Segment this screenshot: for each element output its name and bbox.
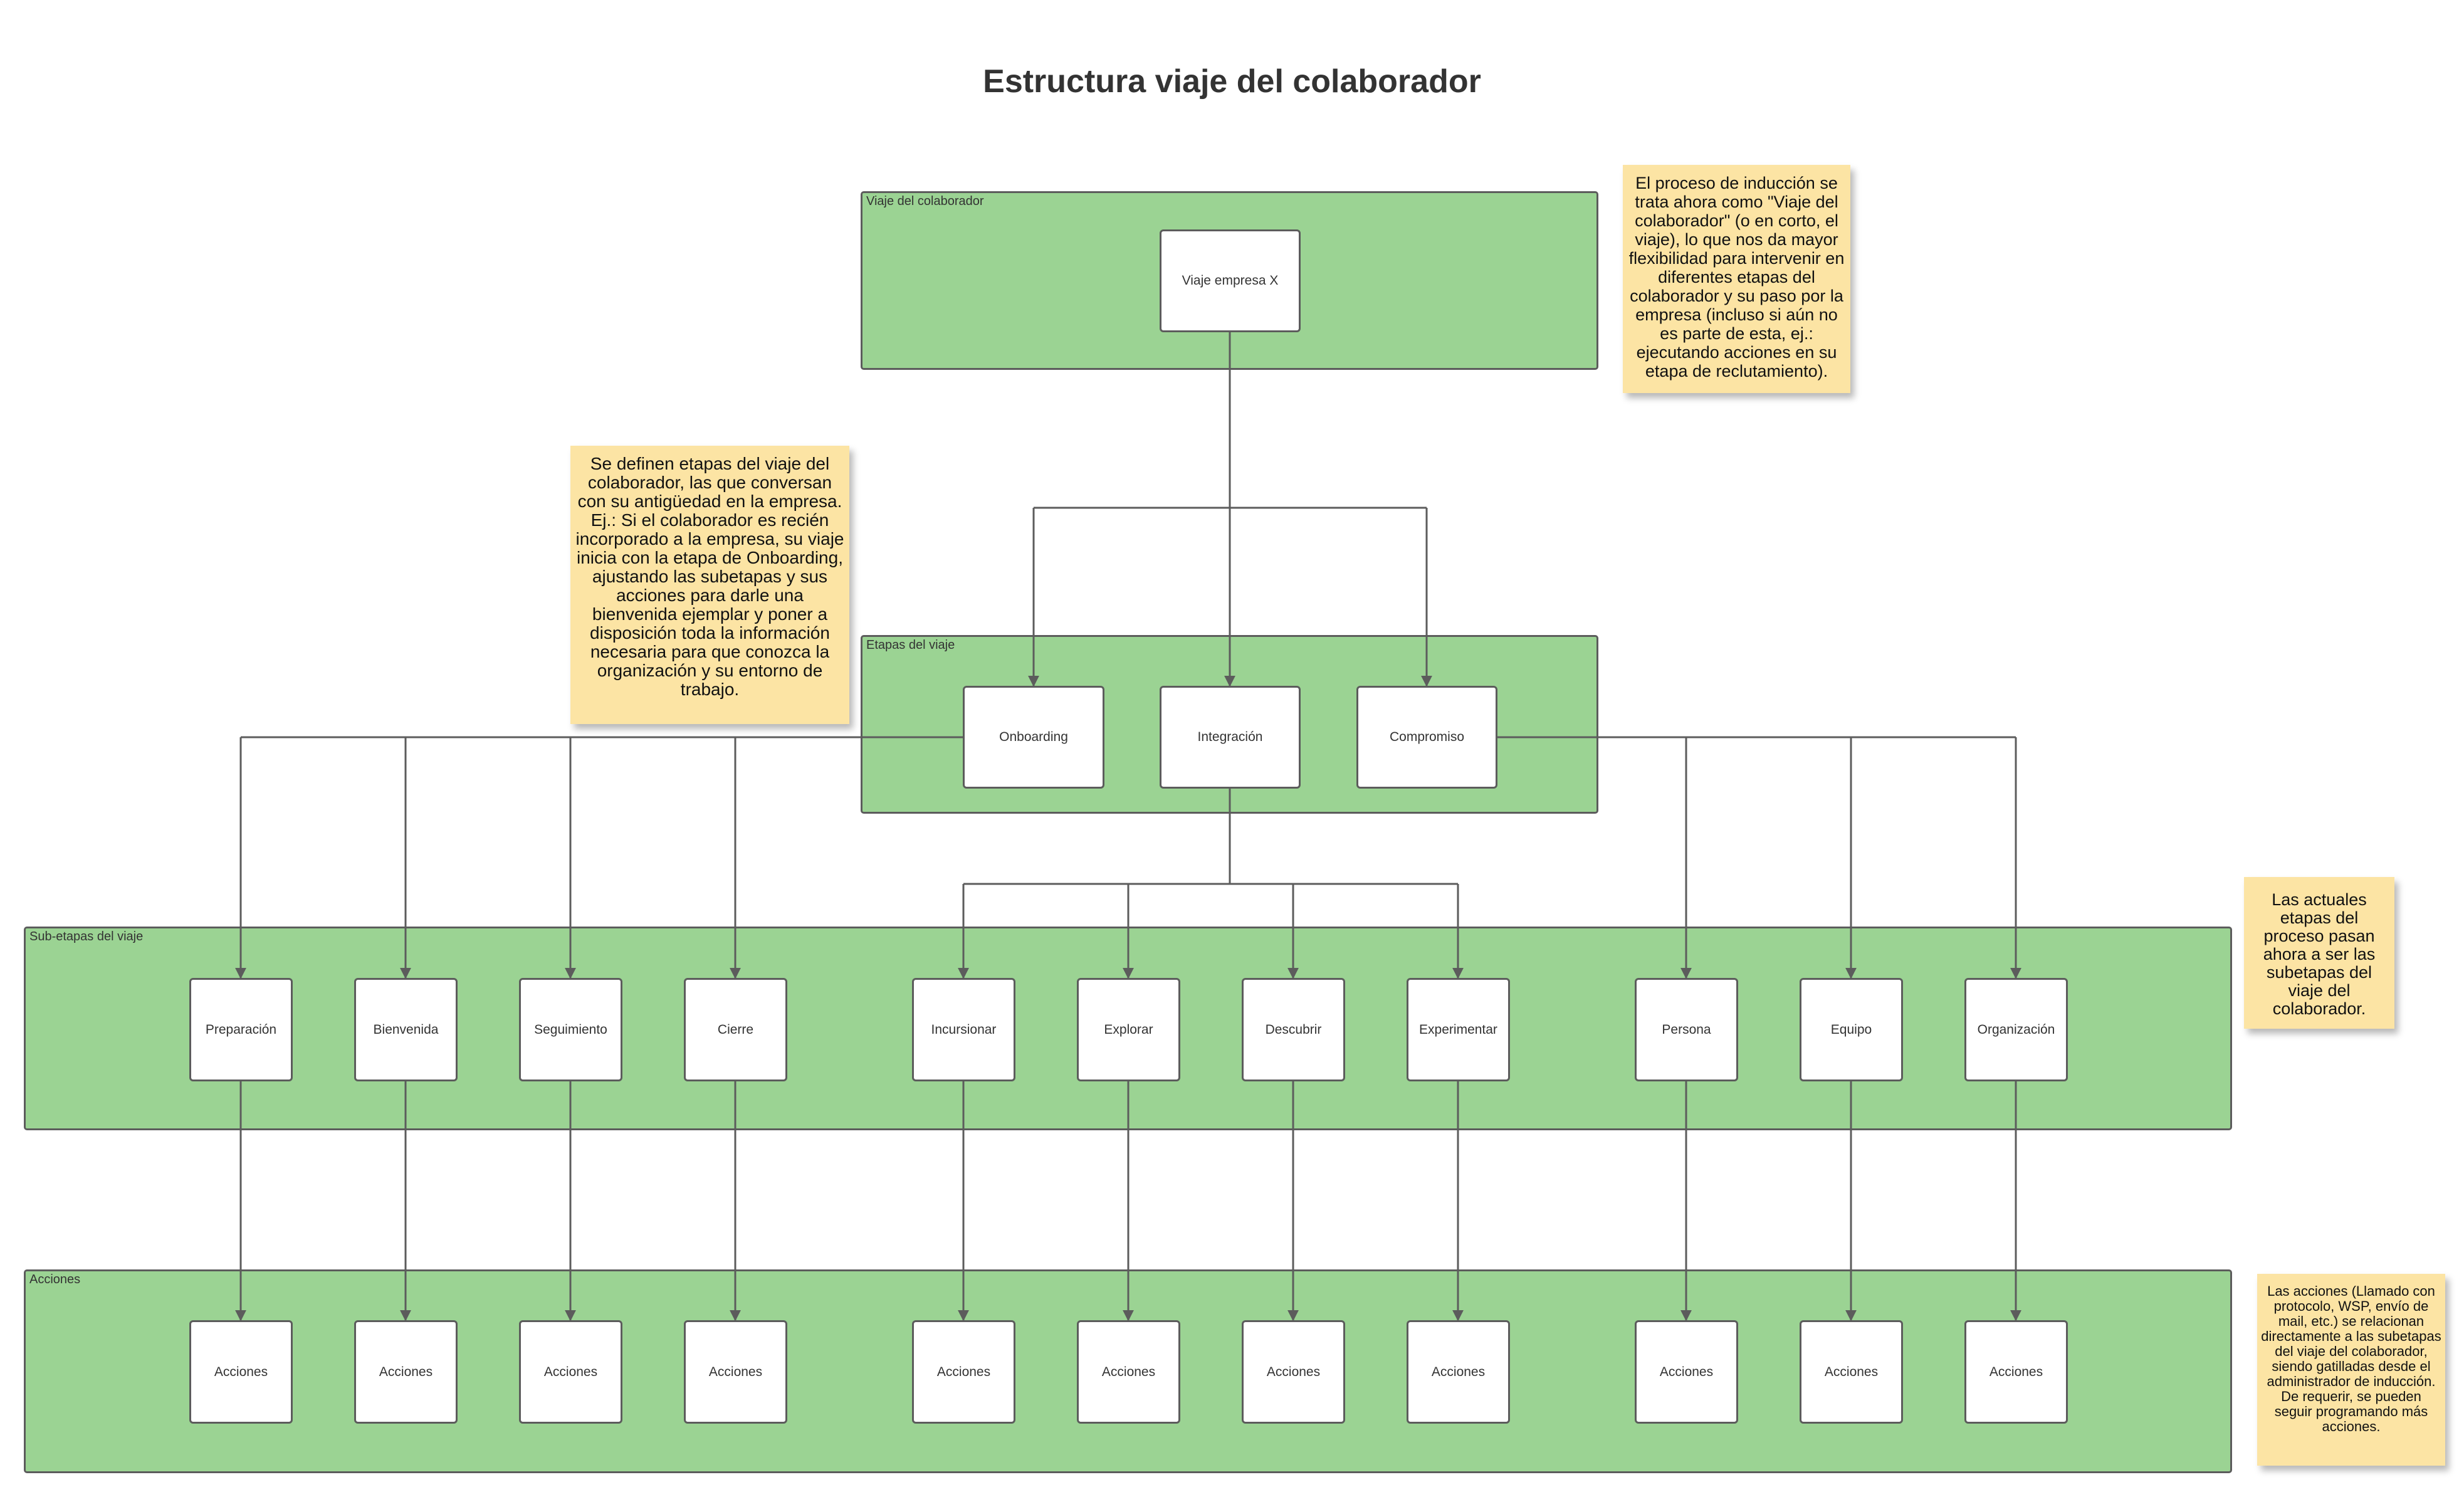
node-action[interactable]: Acciones [189,1320,293,1424]
note-journey: El proceso de inducción se trata ahora c… [1623,165,1850,393]
note-substages: Las actuales etapas del proceso pasan ah… [2244,877,2394,1029]
group-acciones-label: Acciones [29,1273,81,1286]
node-substage-preparacion[interactable]: Preparación [189,978,293,1081]
note-stages: Se definen etapas del viaje del colabora… [570,446,849,724]
node-substage-seguimiento[interactable]: Seguimiento [519,978,622,1081]
node-action[interactable]: Acciones [1077,1320,1180,1424]
note-actions: Las acciones (Llamado con protocolo, WSP… [2257,1274,2445,1466]
group-viaje-label: Viaje del colaborador [866,194,984,208]
node-action[interactable]: Acciones [1242,1320,1345,1424]
node-substage-experimentar[interactable]: Experimentar [1407,978,1510,1081]
node-stage-integracion[interactable]: Integración [1160,686,1301,789]
node-action[interactable]: Acciones [1407,1320,1510,1424]
page-title: Estructura viaje del colaborador [983,63,1481,100]
node-action[interactable]: Acciones [354,1320,458,1424]
node-substage-incursionar[interactable]: Incursionar [912,978,1015,1081]
node-action[interactable]: Acciones [1800,1320,1903,1424]
node-substage-organizacion[interactable]: Organización [1964,978,2068,1081]
node-substage-persona[interactable]: Persona [1635,978,1738,1081]
node-substage-equipo[interactable]: Equipo [1800,978,1903,1081]
node-action[interactable]: Acciones [684,1320,787,1424]
node-action[interactable]: Acciones [1635,1320,1738,1424]
node-action[interactable]: Acciones [519,1320,622,1424]
node-root[interactable]: Viaje empresa X [1160,229,1301,332]
node-substage-bienvenida[interactable]: Bienvenida [354,978,458,1081]
node-substage-explorar[interactable]: Explorar [1077,978,1180,1081]
node-stage-onboarding[interactable]: Onboarding [963,686,1104,789]
group-etapas-label: Etapas del viaje [866,638,955,652]
node-substage-descubrir[interactable]: Descubrir [1242,978,1345,1081]
node-action[interactable]: Acciones [912,1320,1015,1424]
node-substage-cierre[interactable]: Cierre [684,978,787,1081]
node-action[interactable]: Acciones [1964,1320,2068,1424]
node-stage-compromiso[interactable]: Compromiso [1356,686,1497,789]
group-subetapas-label: Sub-etapas del viaje [29,930,144,943]
